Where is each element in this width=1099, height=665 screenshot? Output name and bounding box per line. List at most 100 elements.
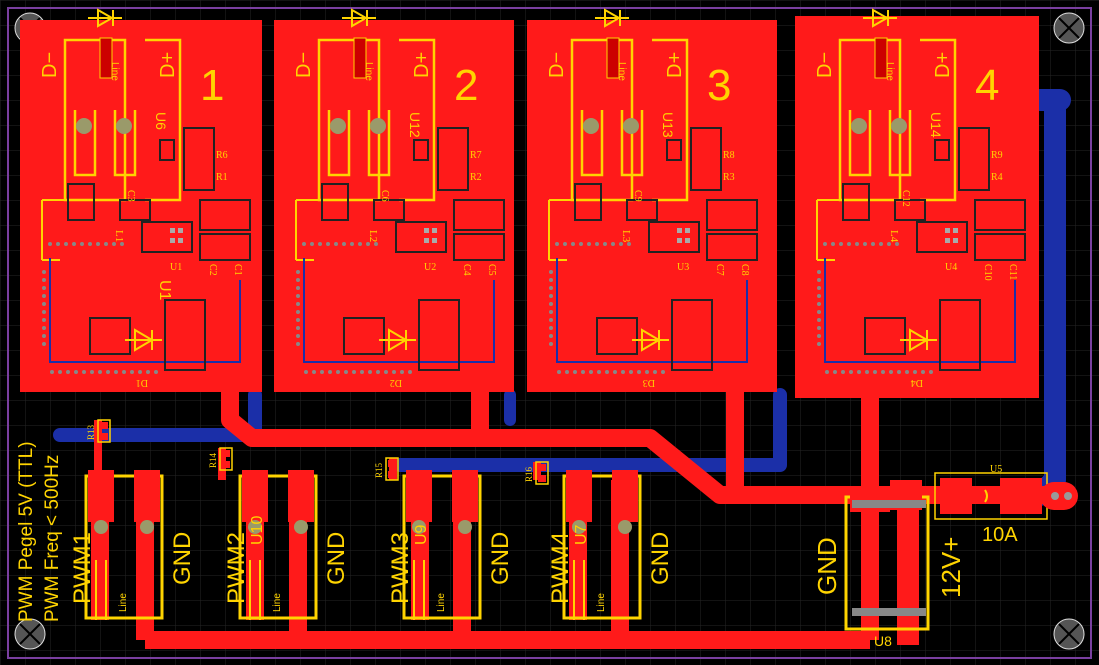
via (589, 370, 593, 374)
connector-leg (249, 560, 261, 620)
via (366, 242, 370, 246)
via (611, 242, 615, 246)
via (120, 242, 124, 246)
pwm-label: PWM1 (69, 532, 96, 604)
connector-leg (95, 560, 107, 620)
capacitor-c-label: C1 (232, 264, 243, 276)
connector-outline (238, 474, 318, 620)
module-pour-1 (20, 20, 262, 392)
ground-trace (49, 258, 241, 363)
via (320, 370, 324, 374)
diode-symbol-icon (379, 328, 416, 352)
ic-pin (178, 228, 183, 233)
pad (458, 520, 472, 534)
diode-ref-label: D2 (390, 377, 402, 388)
via (571, 242, 575, 246)
via (42, 318, 46, 322)
via (82, 370, 86, 374)
via (619, 242, 623, 246)
resistor-pad (666, 139, 682, 161)
via (98, 370, 102, 374)
ic-ref-label: U3 (677, 262, 689, 273)
resistor-outline (690, 127, 722, 191)
resistor-pad (222, 450, 230, 457)
via (841, 370, 845, 374)
ground-trace (303, 258, 495, 363)
via (310, 242, 314, 246)
board-outline (7, 7, 1092, 659)
connector-pad (88, 470, 114, 522)
ic-pin (170, 228, 175, 233)
connector-pad (288, 470, 314, 522)
overlap-ref-label: U7 (573, 524, 590, 545)
gnd-label: GND (487, 532, 514, 585)
pwm-label: PWM3 (387, 532, 414, 604)
resistor-pad (413, 139, 429, 161)
line-marker (606, 37, 620, 79)
resistor-a-label: R7 (470, 150, 482, 161)
via (831, 242, 835, 246)
resistor-pad (388, 460, 396, 467)
via (549, 294, 553, 298)
via (817, 342, 821, 346)
via (296, 342, 300, 346)
via (296, 318, 300, 322)
via (106, 370, 110, 374)
via (817, 286, 821, 290)
pad (294, 520, 308, 534)
pad (370, 118, 386, 134)
pwm-frequency-note: PWM Freq < 500Hz (42, 455, 63, 622)
mosfet-legs (327, 110, 391, 177)
via (627, 242, 631, 246)
via (112, 242, 116, 246)
via (72, 242, 76, 246)
module-pour-2 (274, 20, 514, 392)
via (921, 370, 925, 374)
via (358, 242, 362, 246)
via (563, 242, 567, 246)
via (603, 242, 607, 246)
ic-pin (432, 238, 437, 243)
module-number-label: 3 (707, 61, 731, 110)
via (863, 242, 867, 246)
capacitor-pair (199, 199, 251, 231)
connector-pad (566, 470, 592, 522)
ic-pin (432, 228, 437, 233)
ic-pin (953, 228, 958, 233)
via (823, 242, 827, 246)
via (549, 326, 553, 330)
capacitor-pair (453, 199, 505, 231)
via (352, 370, 356, 374)
via (296, 286, 300, 290)
inductor-body (842, 183, 870, 221)
via (637, 370, 641, 374)
ic-pin (945, 238, 950, 243)
via (595, 242, 599, 246)
line-marker (353, 37, 367, 79)
diode-symbol-icon (595, 8, 629, 28)
capacitor-pair (453, 233, 505, 261)
via (296, 334, 300, 338)
connector-pad (612, 470, 638, 522)
resistor-pad (100, 422, 108, 429)
via (621, 370, 625, 374)
inductor-body (67, 183, 95, 221)
via (555, 242, 559, 246)
via (88, 242, 92, 246)
resistor-pad (388, 471, 396, 478)
diode-pad (164, 299, 206, 371)
pad (248, 520, 262, 534)
line-label: Line (616, 62, 627, 81)
fuse-ref-label: U5 (990, 464, 1002, 475)
gnd-label: GND (169, 532, 196, 585)
line-label: Line (363, 62, 374, 81)
resistor-pad (538, 464, 546, 471)
line-label: Line (436, 593, 447, 612)
mosfet-ref-label: U13 (660, 112, 676, 138)
line-label: Line (109, 62, 120, 81)
via (817, 302, 821, 306)
via (342, 242, 346, 246)
ic-ref-label: U4 (945, 262, 957, 273)
